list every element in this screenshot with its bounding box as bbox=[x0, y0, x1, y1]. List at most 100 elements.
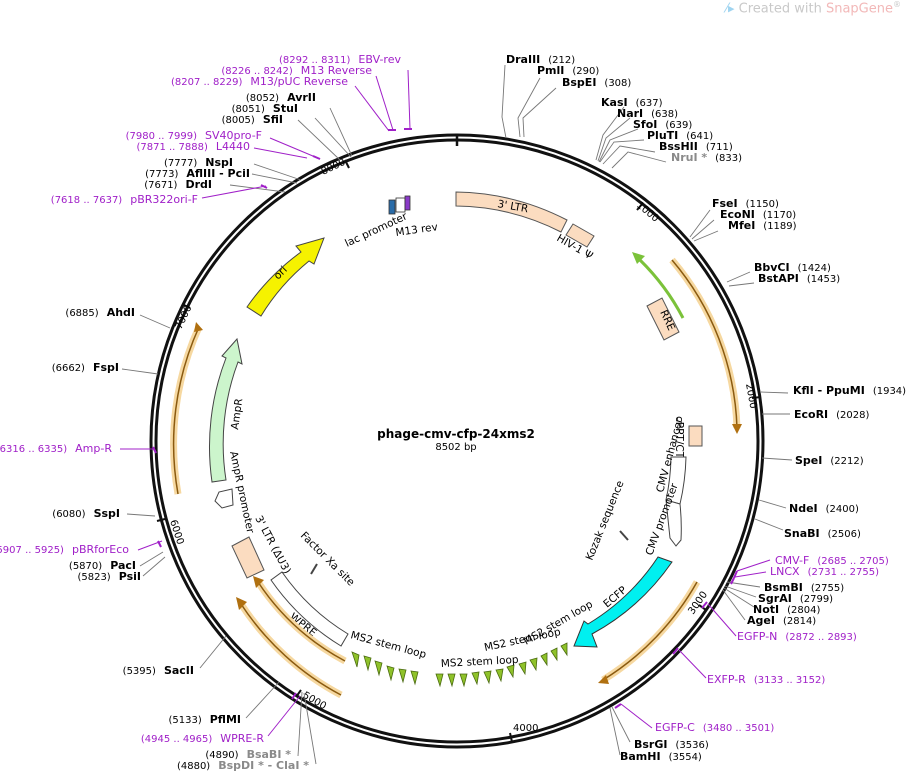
ms2-loop bbox=[529, 657, 538, 672]
enzyme-bspei: BspEI(308) bbox=[562, 76, 631, 89]
ms2-label-a: MS2 stem loop bbox=[349, 629, 428, 661]
ms2-loop bbox=[459, 673, 468, 688]
feature-ltr3-label: 3' LTR bbox=[496, 198, 529, 215]
watermark-prefix: Created with bbox=[738, 1, 826, 17]
ms2-loop bbox=[447, 673, 456, 688]
feature-ecfp-arrow bbox=[573, 556, 673, 648]
snapgene-watermark: ⁄▸ Created with SnapGene® bbox=[726, 0, 901, 16]
enzyme-bamhi: BamHI(3554) bbox=[620, 750, 702, 763]
feature-wpre-box bbox=[270, 571, 349, 647]
enzyme-bsmbi: BsmBI(2755) bbox=[764, 581, 844, 594]
feature-lac-promoter-box bbox=[388, 199, 396, 215]
ms2-loop bbox=[560, 642, 568, 657]
primer-egfp-c: EGFP-C(3480 .. 3501) bbox=[655, 721, 774, 734]
primer-m13-puc-reverse: (8207 .. 8229)M13/pUC Reverse bbox=[171, 75, 348, 88]
feature-orf-left-upper-line bbox=[172, 326, 200, 495]
ms2-loop bbox=[495, 668, 504, 683]
feature-ampr-label: AmpR bbox=[229, 398, 245, 431]
primer-egfp-n: EGFP-N(2872 .. 2893) bbox=[737, 630, 857, 643]
feature-kozak-label: Kozak sequence bbox=[584, 479, 627, 562]
primer-sv40pro-f: (7980 .. 7999)SV40pro-F bbox=[126, 129, 262, 142]
enzyme-bsshii: BssHII(711) bbox=[659, 140, 733, 153]
feature-ori-arrow bbox=[246, 237, 325, 317]
ms2-loop bbox=[540, 652, 548, 667]
enzyme-mfei: MfeI(1189) bbox=[728, 219, 797, 232]
watermark-mark: ® bbox=[893, 0, 901, 9]
enzyme-drdi: (7671)DrdI bbox=[144, 178, 212, 191]
enzyme-agei: AgeI(2814) bbox=[747, 614, 816, 627]
watermark-brand: SnapGene bbox=[825, 1, 893, 17]
ms2-loop bbox=[351, 651, 360, 668]
enzyme-bbvci: BbvCI(1424) bbox=[754, 261, 831, 274]
feature-ltr3du3-box bbox=[231, 536, 265, 579]
enzyme-sfoi: SfoI(639) bbox=[633, 118, 692, 131]
enzyme-bstapi: BstAPI(1453) bbox=[758, 272, 840, 285]
primer-wpre-r: (4945 .. 4965)WPRE-R bbox=[141, 732, 264, 745]
enzyme-labels-left: (8052)AvrII (8051)StuI (8005)SfiI (7777)… bbox=[52, 91, 316, 772]
feature-orf-right-lower-head bbox=[598, 675, 609, 684]
enzyme-sacii: (5395)SacII bbox=[123, 664, 194, 677]
enzyme-pflmi: (5133)PflMI bbox=[168, 713, 241, 726]
feature-rre-arrowhead bbox=[632, 252, 645, 264]
feature-orf-right-upper-line bbox=[671, 259, 738, 429]
ms2-loop bbox=[374, 660, 383, 677]
feature-orf-left-lower-head bbox=[236, 597, 247, 610]
feature-kozak-mark bbox=[619, 530, 629, 541]
enzyme-snabi: SnaBI(2506) bbox=[784, 527, 861, 540]
ms2-loop bbox=[410, 670, 419, 686]
enzyme-ndei: NdeI(2400) bbox=[789, 502, 859, 515]
primer-pbr322ori-f: (7618 .. 7637)pBR322ori-F bbox=[51, 193, 198, 206]
ms2-loop bbox=[386, 665, 395, 682]
primer-lncx: LNCX(2731 .. 2755) bbox=[770, 565, 879, 578]
enzyme-ahdi: (6885)AhdI bbox=[65, 306, 135, 319]
feature-m13rev-label: M13 rev bbox=[395, 221, 439, 239]
feature-ltr3-box bbox=[455, 191, 568, 233]
feature-rre-arrow bbox=[638, 258, 685, 319]
feature-factorxa-mark bbox=[310, 563, 318, 575]
plasmid-name: phage-cmv-cfp-24xms2 bbox=[377, 427, 535, 441]
feature-hiv-psi-box bbox=[565, 223, 595, 248]
primer-amp-r: (6316 .. 6335)Amp-R bbox=[0, 442, 112, 455]
plasmid-length: 8502 bp bbox=[435, 442, 476, 453]
primer-exfp-r: EXFP-R(3133 .. 3152) bbox=[707, 673, 825, 686]
feature-cppt-label: cPPT/CTS bbox=[673, 416, 685, 465]
primer-labels: (8292 .. 8311)EBV-rev (8226 .. 8242)M13 … bbox=[0, 53, 889, 745]
snapgene-logo-icon: ⁄▸ bbox=[725, 1, 735, 17]
enzyme-nspi: (7777)NspI bbox=[164, 156, 233, 169]
feature-orf-right-lower-line bbox=[602, 581, 698, 681]
primer-l4440: (7871 .. 7888)L4440 bbox=[136, 140, 250, 153]
feature-cmv-promoter-arrow bbox=[665, 499, 682, 547]
enzyme-nari: NarI(638) bbox=[617, 107, 678, 120]
feature-ampr-arrow bbox=[208, 337, 243, 483]
primer-pbrforeco: (5907 .. 5925)pBRforEco bbox=[0, 543, 129, 556]
enzyme-kfli-ppumi: KflI - PpuMI(1934) bbox=[793, 384, 906, 397]
enzyme-ecori: EcoRI(2028) bbox=[794, 408, 870, 421]
enzyme-pmli: PmlI(290) bbox=[537, 64, 599, 77]
primer-lines bbox=[120, 69, 771, 737]
primer-cmv-f: CMV-F(2685 .. 2705) bbox=[775, 554, 889, 567]
enzyme-bspdi-clai: (4880)BspDI * - ClaI * bbox=[177, 759, 309, 772]
ms2-stem-loops bbox=[351, 642, 568, 688]
feature-orf-left-lower2-head bbox=[253, 576, 264, 588]
ms2-loop bbox=[483, 670, 492, 685]
leader-lines bbox=[121, 64, 793, 765]
ms2-loop bbox=[435, 673, 444, 688]
tick-4000: 4000 bbox=[513, 723, 538, 734]
enzyme-econi: EcoNI(1170) bbox=[720, 208, 796, 221]
enzyme-afliii-pcii: (7773)AflIII - PciI bbox=[145, 167, 250, 180]
enzyme-kasi: KasI(637) bbox=[601, 96, 663, 109]
enzyme-bsabi: (4890)BsaBI * bbox=[205, 748, 291, 761]
feature-cppt-box bbox=[688, 425, 703, 447]
enzyme-avrii: (8052)AvrII bbox=[246, 91, 316, 104]
enzyme-nrui: NruI *(833) bbox=[671, 151, 742, 164]
feature-orf-right-upper bbox=[669, 257, 741, 429]
ms2-label-b: MS2 stem loop bbox=[441, 654, 520, 670]
enzyme-noti: NotI(2804) bbox=[753, 603, 820, 616]
feature-orf-left-lower-line bbox=[240, 603, 342, 696]
feature-orf-left-upper-head bbox=[194, 322, 203, 332]
primer-markers bbox=[152, 128, 738, 709]
enzyme-psii: (5823)PsiI bbox=[77, 570, 141, 583]
enzyme-sgrai: SgrAI(2799) bbox=[758, 592, 833, 605]
ms2-loop bbox=[506, 664, 515, 679]
